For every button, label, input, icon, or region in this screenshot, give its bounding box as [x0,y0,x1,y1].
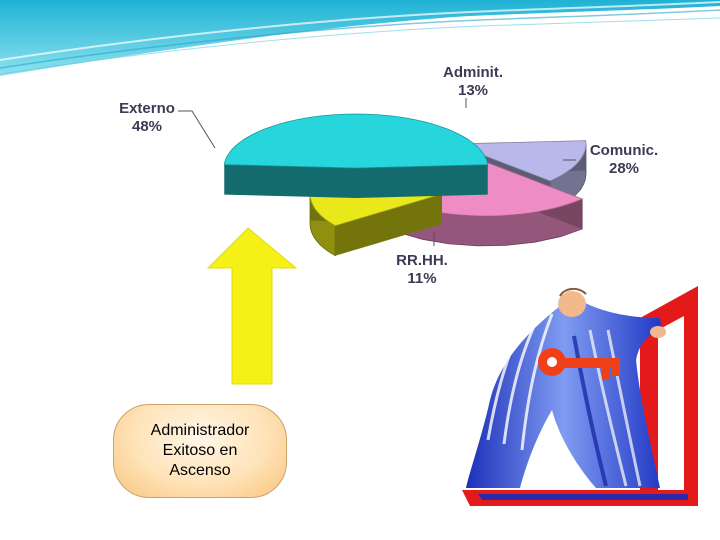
slice-percent: 13% [457,82,489,99]
slice-name: Externo [119,100,175,117]
pie-chart [178,98,587,257]
slice-name: RR.HH. [396,252,448,269]
slice-percent: 11% [407,270,437,287]
pie-label-comunic: Comunic. 28% [578,142,670,178]
slice-name: Comunic. [589,142,659,159]
callout-line-1: Administrador [150,422,250,439]
callout-box: Administrador Exitoso en Ascenso [113,404,287,498]
pie-label-adminit: Adminit. 13% [428,64,518,100]
callout-line-2: Exitoso en [162,442,238,459]
leader-lines [178,98,576,246]
pie-label-externo: Externo 48% [104,100,190,136]
slice-top [223,113,489,169]
callout-line-3: Ascenso [169,462,231,479]
slice-name: Adminit. [443,64,503,81]
key-icon [538,348,620,380]
slice-top [453,140,587,182]
person-with-key-clipart [462,286,698,506]
slice-percent: 48% [131,118,163,135]
up-arrow-icon [206,227,298,385]
slice-wall [356,164,488,198]
pie-slice-rrhh [309,190,443,257]
header-banner [0,0,720,76]
slice-wall [224,164,356,198]
slice-percent: 28% [608,160,640,177]
pie-label-rrhh: RR.HH. 11% [382,252,462,288]
pie-slice-externo [223,113,489,198]
